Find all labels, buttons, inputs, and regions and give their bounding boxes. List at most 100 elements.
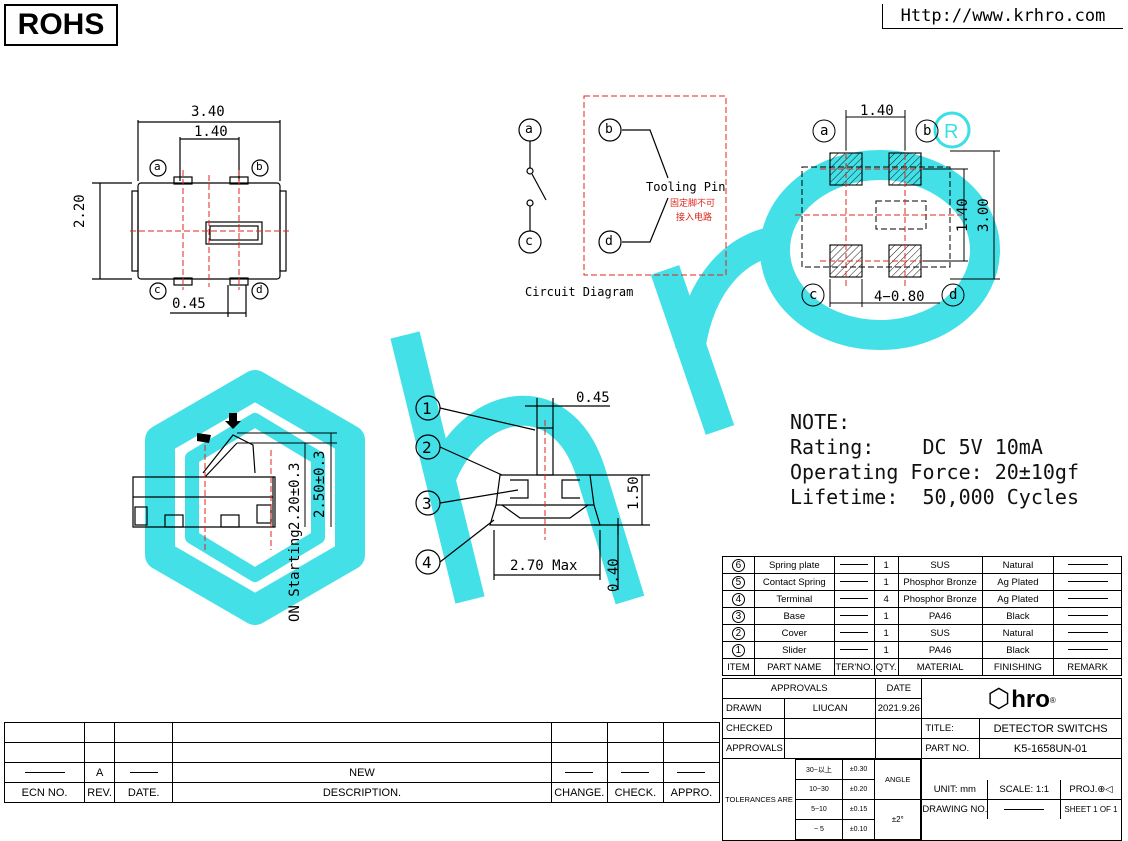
footprint-pitch-x: 1.40	[860, 103, 894, 119]
tol-value: ±0.15	[841, 799, 876, 820]
drawing-title: DETECTOR SWITCHS	[979, 718, 1122, 739]
bom-qty-text: 1	[883, 559, 889, 571]
unit-scale-cell: UNIT: mm SCALE: 1:1 PROJ.⊕◁ DRAWING NO. …	[921, 758, 1122, 841]
circuit-diagram	[518, 95, 727, 276]
circuit-b-label: b	[605, 122, 613, 137]
rating-value: DC 5V 10mA	[922, 435, 1043, 459]
bom-remark	[1053, 641, 1122, 659]
bom-finishing-text: Black	[1006, 610, 1030, 622]
approvals-label: APPROVALS	[722, 738, 785, 759]
bom-material: Phosphor Bronze	[897, 573, 983, 591]
rev-header: APPRO.	[662, 782, 721, 803]
pin-b-label: b	[256, 160, 263, 173]
website-url[interactable]: Http://www.krhro.com	[882, 4, 1123, 29]
drawn-by: LIUCAN	[783, 698, 877, 719]
bom-item: 4	[722, 590, 755, 608]
bom-part-name: Cover	[753, 624, 835, 642]
bom-material-text: PA46	[928, 610, 952, 622]
drawn-label: DRAWN	[722, 698, 785, 719]
tooling-pin-note-1: 固定脚不可	[670, 199, 716, 209]
bom-remark	[1053, 556, 1122, 574]
bom-part-name: Spring plate	[753, 556, 835, 574]
dim-pitch: 1.40	[194, 124, 228, 140]
force-value: Force: 20±10gf	[910, 460, 1079, 484]
bom-terminal	[833, 573, 875, 591]
rev-header: DESCRIPTION.	[172, 782, 552, 803]
bom-finishing: Natural	[981, 556, 1055, 574]
part-no: K5-1658UN-01	[979, 738, 1122, 759]
bom-header: MATERIAL	[897, 658, 983, 676]
bom-qty: 1	[873, 641, 899, 659]
tolerances-label: TOLERANCES ARE	[725, 795, 793, 804]
bom-qty-text: 1	[883, 644, 889, 656]
bom-header: QTY.	[873, 658, 899, 676]
bom-material: PA46	[897, 607, 983, 625]
bom-qty: 4	[873, 590, 899, 608]
bom-terminal	[833, 590, 875, 608]
dim-terminal: 0.40	[606, 558, 622, 592]
drawing-no-label: DRAWING NO.	[922, 799, 989, 819]
rohs-badge: ROHS	[4, 4, 118, 46]
bom-terminal	[833, 641, 875, 659]
dim-front-height: 1.50	[626, 476, 642, 510]
bom-qty-text: 1	[883, 627, 889, 639]
bom-remark	[1053, 573, 1122, 591]
rev-header: CHECK.	[606, 782, 664, 803]
bom-part-name-text: Terminal	[776, 593, 813, 605]
date-header: DATE	[875, 678, 923, 699]
bom-material-text: SUS	[930, 559, 950, 571]
bom-item-text: 5	[731, 575, 745, 589]
bom-qty-text: 1	[883, 576, 889, 588]
bom-item: 2	[722, 624, 755, 642]
bom-part-name: Contact Spring	[753, 573, 835, 591]
side-view-drawing	[132, 413, 337, 550]
bom-header: ITEM	[722, 658, 755, 676]
tol-value: ±0.30	[841, 759, 876, 780]
dim-slider-width: 0.45	[576, 390, 610, 406]
bom-finishing-text: Natural	[1002, 559, 1034, 571]
callout-1: 1	[422, 399, 432, 418]
part-no-label: PART NO.	[921, 738, 981, 759]
tol-range: ~ 5	[795, 819, 843, 840]
bom-row: 6 Spring plate 1 SUS Natural	[722, 556, 1122, 574]
pin-d-label: d	[256, 283, 263, 296]
unit-label: UNIT: mm	[922, 780, 989, 800]
bom-finishing: Ag Plated	[981, 573, 1055, 591]
pin-c-label: c	[154, 283, 161, 296]
rating-label: Rating:	[790, 435, 875, 459]
pin-a-label: a	[154, 160, 161, 173]
bom-terminal	[833, 624, 875, 642]
hro-watermark: R	[145, 111, 1000, 625]
life-label: Lifetime:	[790, 485, 899, 509]
callout-3: 3	[422, 494, 432, 513]
dim-220: 2.20±0.3	[287, 462, 303, 530]
bom-material-text: Phosphor Bronze	[903, 593, 977, 605]
rev-header: DATE.	[114, 782, 174, 803]
revision-block: A NEW ECN NO. REV. DATE. DESCRIPTION. CH…	[3, 722, 721, 803]
callout-4: 4	[422, 553, 432, 572]
logo-text: hro	[1011, 686, 1050, 713]
projection-icon: ⊕◁	[1097, 784, 1113, 795]
bom-material: SUS	[897, 624, 983, 642]
tolerances-cell: TOLERANCES ARE 30~以上 ±0.30 ANGLE 10~30 ±…	[721, 758, 923, 841]
bom-item-text: 6	[731, 558, 745, 572]
bom-finishing: Natural	[981, 624, 1055, 642]
tol-range: 30~以上	[795, 759, 843, 780]
approvals-header: APPROVALS	[721, 678, 877, 699]
footprint-c-label: c	[809, 287, 818, 303]
title-label: TITLE:	[921, 718, 981, 739]
title-block: APPROVALS DATE ⬡hro® DRAWN LIUCAN 2021.9…	[721, 678, 1122, 841]
dim-width: 3.40	[191, 104, 225, 120]
bom-item-text: 3	[731, 609, 745, 623]
bom-row: 3 Base 1 PA46 Black	[722, 607, 1122, 625]
bom-remark	[1053, 624, 1122, 642]
notes-block: NOTE: Rating: DC 5V 10mA Operating Force…	[790, 410, 1079, 510]
bom-qty: 1	[873, 624, 899, 642]
bom-part-name-text: Base	[783, 610, 806, 622]
bom-item: 3	[722, 607, 755, 625]
dim-height: 2.20	[72, 194, 88, 228]
tol-range: 5~10	[795, 799, 843, 820]
bom-qty: 1	[873, 607, 899, 625]
